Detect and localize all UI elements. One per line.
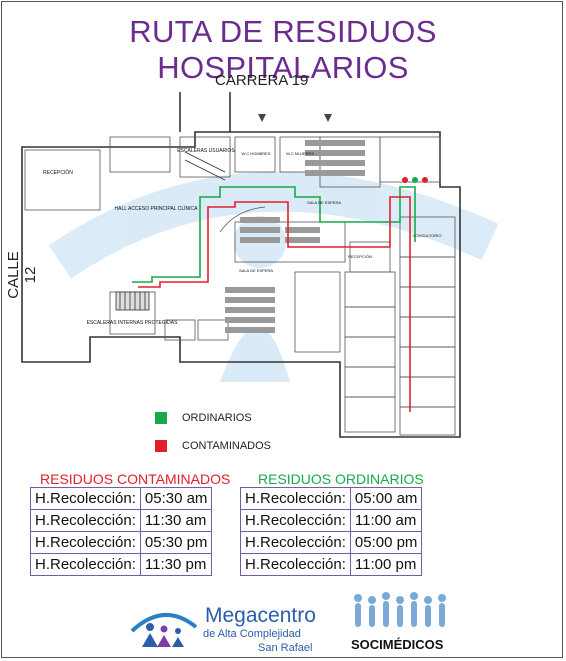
schedule-label: H.Recolección: bbox=[240, 553, 351, 576]
socimedicos-logo-icon bbox=[354, 592, 446, 627]
route-contaminados bbox=[138, 196, 411, 412]
socimedicos-name: SOCIMÉDICOS bbox=[351, 637, 444, 652]
entrance-markers bbox=[258, 114, 332, 122]
heading-residuos-ordinarios: RESIDUOS ORDINARIOS bbox=[258, 471, 424, 487]
schedule-table-contaminados: H.Recolección:05:30 am H.Recolección:11:… bbox=[30, 487, 213, 576]
legend-label-ordinarios: ORDINARIOS bbox=[182, 412, 252, 424]
schedule-label: H.Recolección: bbox=[30, 487, 141, 510]
room-label-hall: HALL ACCESO PRINCIPAL CLÍNICA bbox=[115, 205, 199, 212]
schedule-time: 11:00 pm bbox=[349, 553, 423, 576]
megacentro-subtitle: de Alta Complejidad bbox=[203, 628, 301, 640]
schedule-label: H.Recolección: bbox=[30, 509, 141, 532]
legend-swatch-contaminados bbox=[155, 440, 167, 452]
heading-residuos-contaminados: RESIDUOS CONTAMINADOS bbox=[40, 471, 231, 487]
table-row: H.Recolección:05:00 pm bbox=[240, 531, 423, 554]
table-row: H.Recolección:05:30 pm bbox=[30, 531, 213, 554]
megacentro-name: Megacentro bbox=[205, 604, 316, 627]
table-row: H.Recolección:11:00 am bbox=[240, 509, 423, 532]
street-label-top: CARRERA 19 bbox=[215, 72, 309, 89]
schedule-label: H.Recolección: bbox=[30, 553, 141, 576]
megacentro-subtitle-2: San Rafael bbox=[258, 642, 313, 654]
schedule-time: 05:30 am bbox=[139, 487, 213, 510]
room-label-consultorio: CONSULTORIO bbox=[413, 233, 442, 238]
room-label-recepcion-2: RECEPCIÓN bbox=[348, 254, 372, 259]
schedule-time: 05:00 am bbox=[349, 487, 423, 510]
room-label-sala-espera-2: SALA DE ESPERA bbox=[239, 268, 273, 273]
schedule-label: H.Recolección: bbox=[240, 487, 351, 510]
schedule-label: H.Recolección: bbox=[240, 509, 351, 532]
schedule-time: 05:30 pm bbox=[139, 531, 213, 554]
table-row: H.Recolección:11:00 pm bbox=[240, 553, 423, 576]
schedule-label: H.Recolección: bbox=[30, 531, 141, 554]
room-label-wc-hombres: W.C HOMBRES bbox=[242, 151, 271, 156]
room-label-escaleras-internas: ESCALERAS INTERNAS PROTEGIDAS bbox=[87, 320, 179, 326]
megacentro-logo-icon bbox=[130, 612, 198, 647]
route-ordinarios bbox=[132, 186, 416, 283]
table-row: H.Recolección:05:00 am bbox=[240, 487, 423, 510]
room-label-sala-espera: SALA DE ESPERA bbox=[307, 200, 341, 205]
table-row: H.Recolección:11:30 am bbox=[30, 509, 213, 532]
legend-label-contaminados: CONTAMINADOS bbox=[182, 440, 272, 452]
waste-bins bbox=[402, 177, 428, 183]
table-row: H.Recolección:11:30 pm bbox=[30, 553, 213, 576]
schedule-time: 05:00 pm bbox=[349, 531, 423, 554]
waiting-seats bbox=[225, 140, 365, 333]
room-label-wc-mujeres: W.C MUJERES bbox=[286, 151, 314, 156]
legend-swatch-ordinarios bbox=[155, 412, 167, 424]
table-row: H.Recolección:05:30 am bbox=[30, 487, 213, 510]
page-title: RUTA DE RESIDUOS HOSPITALARIOS bbox=[129, 14, 437, 85]
stairs bbox=[115, 151, 226, 311]
floor-plan: RECEPCIÓN ESCALERAS USUARIOS HALL ACCESO… bbox=[21, 92, 499, 438]
schedule-time: 11:30 am bbox=[139, 509, 213, 532]
schedule-time: 11:30 pm bbox=[139, 553, 213, 576]
schedule-label: H.Recolección: bbox=[240, 531, 351, 554]
schedule-time: 11:00 am bbox=[349, 509, 423, 532]
room-label-escaleras-usuarios: ESCALERAS USUARIOS bbox=[177, 148, 235, 154]
room-label-recepcion: RECEPCIÓN bbox=[43, 169, 73, 176]
schedule-table-ordinarios: H.Recolección:05:00 am H.Recolección:11:… bbox=[240, 487, 423, 576]
